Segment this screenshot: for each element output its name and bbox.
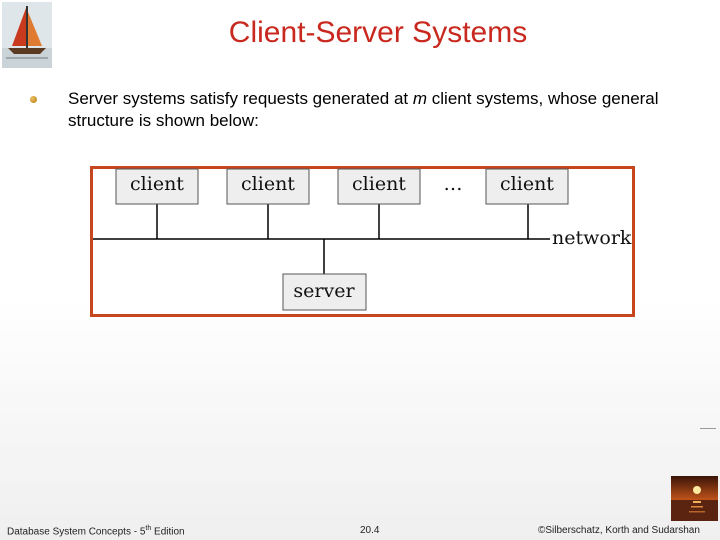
bullet-text-italic: m [412, 89, 428, 108]
client-label-3: client [352, 173, 406, 195]
bullet-text-suffix: client systems, whose general structure … [68, 89, 659, 130]
footer-left-sup: th [145, 525, 152, 532]
client-server-diagram: client client client … client network se… [93, 168, 632, 311]
client-ellipsis: … [444, 173, 463, 195]
sunset-logo-icon [671, 476, 718, 521]
bullet-text: Server systems satisfy requests generate… [68, 88, 700, 132]
divider-mark [700, 428, 716, 429]
footer-left: Database System Concepts - 5th Edition [7, 525, 185, 537]
footer-left-tail: Edition [151, 526, 185, 538]
server-box [282, 273, 367, 311]
slide-title: Client-Server Systems [228, 16, 528, 49]
footer-left-text: Database System Concepts - 5 [7, 526, 146, 538]
client-box-1 [115, 168, 199, 205]
bullet-dot-icon [30, 96, 37, 103]
client-label-2: client [241, 173, 295, 195]
sailboat-logo-icon [2, 2, 52, 68]
server-label: server [293, 280, 355, 302]
client-label-4: client [500, 173, 554, 195]
client-label-1: client [130, 173, 184, 195]
footer-page-number: 20.4 [360, 525, 380, 536]
client-box-4 [485, 168, 569, 205]
bullet-text-prefix: Server systems satisfy requests generate… [68, 89, 413, 108]
client-box-2 [226, 168, 310, 205]
network-label: network [552, 227, 632, 249]
client-box-3 [337, 168, 421, 205]
footer-copyright: ©Silberschatz, Korth and Sudarshan [538, 525, 700, 536]
